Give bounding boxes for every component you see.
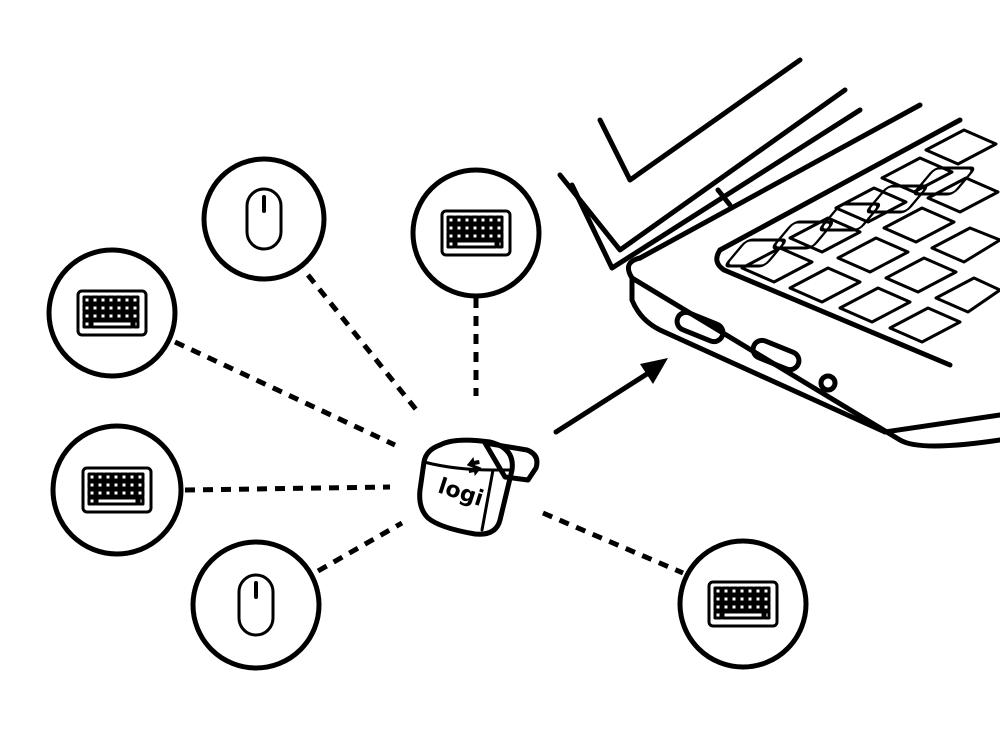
device-mouse-top <box>201 156 327 282</box>
keyboard-icon <box>81 466 153 514</box>
keyboard-icon <box>707 580 779 628</box>
laptop-icon <box>557 57 1000 449</box>
device-keyboard-left-upper <box>46 247 178 379</box>
device-keyboard-right <box>677 538 809 670</box>
sync-arrows-icon <box>466 456 482 477</box>
keyboard-icon <box>440 209 512 257</box>
device-keyboard-top <box>410 167 542 299</box>
connection-lines <box>173 273 684 576</box>
brand-logo: logi <box>435 474 486 512</box>
keyboard-icon <box>76 289 148 337</box>
device-mouse-bottom <box>190 539 322 671</box>
device-keyboard-left-lower <box>50 423 184 557</box>
usb-receiver: logi <box>417 437 540 537</box>
arrow-icon <box>553 358 668 435</box>
